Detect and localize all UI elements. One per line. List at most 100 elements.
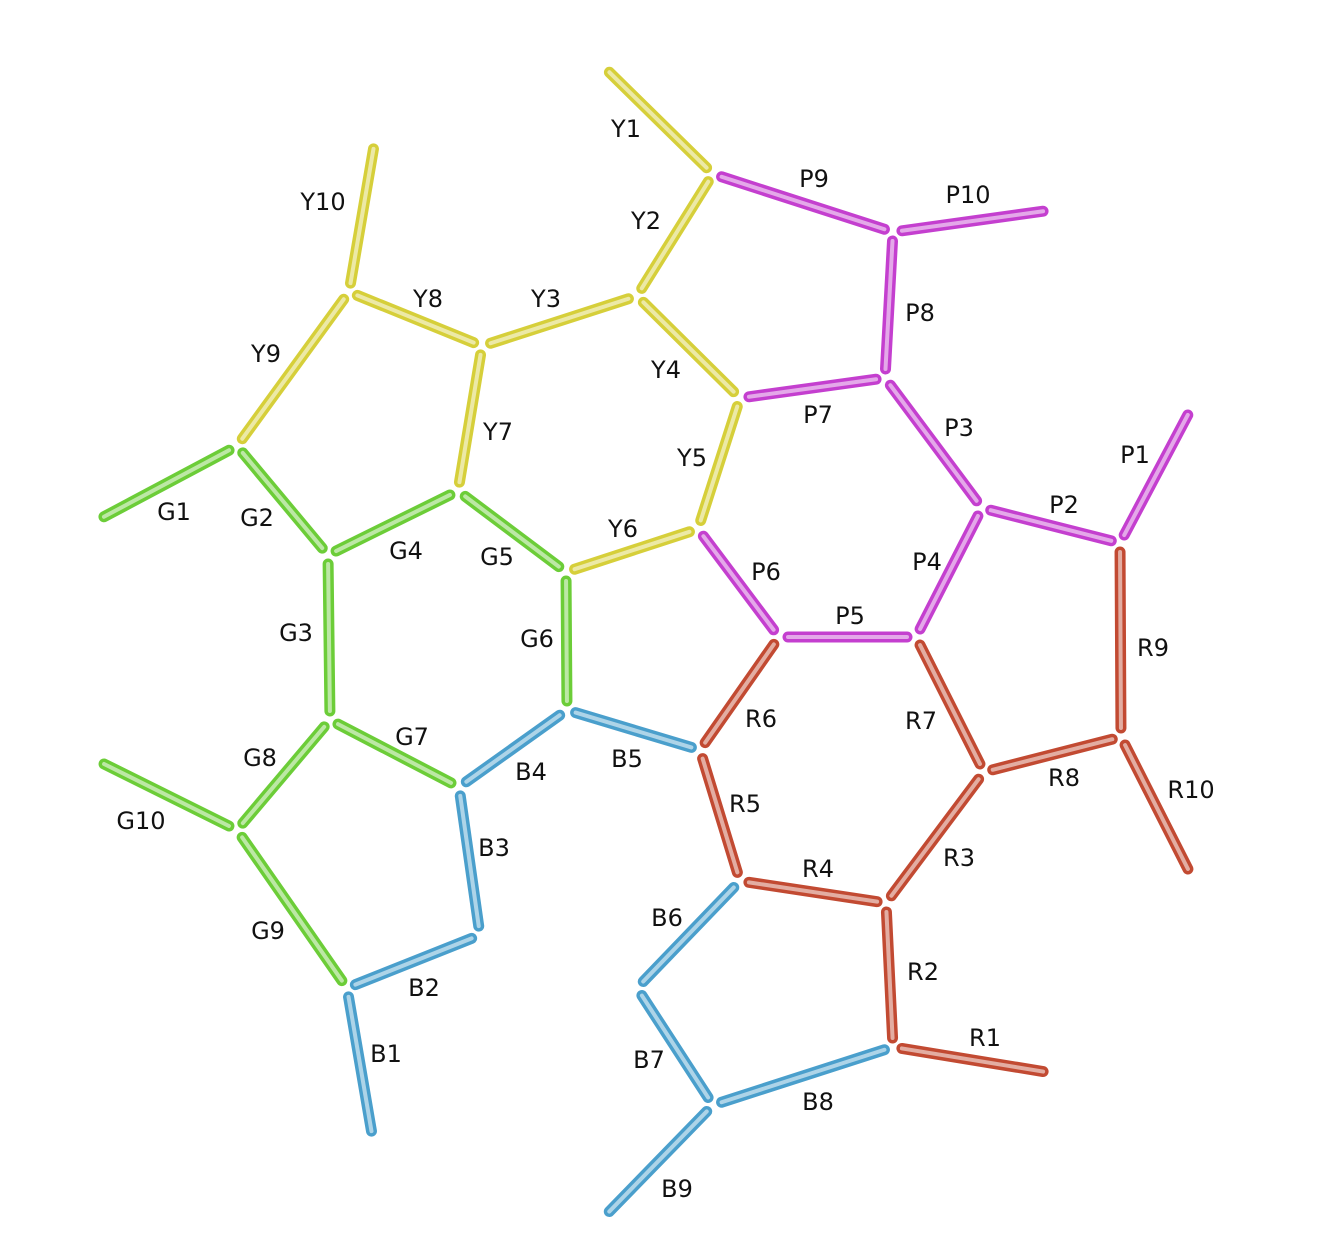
edge-label-y3: Y3 <box>530 285 561 313</box>
edge-label-y1: Y1 <box>610 115 641 143</box>
edge-label-r2: R2 <box>907 958 939 986</box>
edge-highlight-y2 <box>639 179 711 291</box>
edge-label-g2: G2 <box>240 504 274 532</box>
edge-highlight-b8 <box>719 1047 887 1105</box>
edge-label-p8: P8 <box>905 299 935 327</box>
edge-highlight-b9 <box>607 1109 709 1214</box>
edge-highlight-r9 <box>1118 549 1123 731</box>
edge-label-g1: G1 <box>157 498 191 526</box>
edge-highlight-g6 <box>564 578 569 704</box>
edge-label-r3: R3 <box>943 844 975 872</box>
edge-highlight-p1 <box>1122 412 1190 538</box>
edge-label-p2: P2 <box>1049 491 1079 519</box>
edge-label-p3: P3 <box>944 414 974 442</box>
edge-label-p5: P5 <box>835 602 865 630</box>
edge-label-b4: B4 <box>515 758 547 786</box>
edge-highlight-r5 <box>700 756 740 875</box>
edge-label-y8: Y8 <box>412 285 443 313</box>
edge-label-p1: P1 <box>1120 441 1150 469</box>
edge-highlight-b2 <box>353 936 474 987</box>
edge-label-b3: B3 <box>478 834 510 862</box>
edge-highlight-b3 <box>458 793 481 929</box>
edge-highlight-y10 <box>348 146 376 286</box>
edge-label-g10: G10 <box>116 807 165 835</box>
edge-highlight-p6 <box>701 534 776 632</box>
edge-highlight-b4 <box>464 713 562 784</box>
edge-label-p7: P7 <box>803 401 833 429</box>
edge-label-r8: R8 <box>1048 764 1080 792</box>
edge-label-b6: B6 <box>651 904 683 932</box>
edge-label-y5: Y5 <box>676 444 707 472</box>
edge-highlight-b7 <box>639 993 711 1100</box>
edge-highlight-y1 <box>607 70 709 170</box>
edge-highlight-r7 <box>918 643 982 766</box>
edge-label-g5: G5 <box>480 543 514 571</box>
edge-label-r7: R7 <box>905 707 937 735</box>
edge-highlight-g4 <box>334 492 452 554</box>
edge-label-y9: Y9 <box>250 340 281 368</box>
edge-label-b8: B8 <box>802 1088 834 1116</box>
edge-label-g4: G4 <box>389 537 423 565</box>
edge-label-g3: G3 <box>279 619 313 647</box>
edge-highlight-p10 <box>899 209 1046 233</box>
edge-highlight-y7 <box>457 352 483 485</box>
edge-label-y4: Y4 <box>650 356 681 384</box>
edge-highlight-g3 <box>326 561 332 714</box>
edge-label-g6: G6 <box>520 625 554 653</box>
edge-highlight-r6 <box>703 642 776 745</box>
edge-label-r9: R9 <box>1137 634 1169 662</box>
edge-highlight-y9 <box>240 297 346 441</box>
edge-highlight-p8 <box>883 238 895 372</box>
edge-label-r1: R1 <box>969 1024 1001 1052</box>
edge-label-y10: Y10 <box>299 188 345 216</box>
edge-label-g9: G9 <box>251 917 285 945</box>
edge-label-r6: R6 <box>745 705 777 733</box>
edge-label-p6: P6 <box>751 558 781 586</box>
edge-highlight-p7 <box>746 377 879 399</box>
edge-label-r10: R10 <box>1167 776 1214 804</box>
edge-highlight-p2 <box>988 508 1114 543</box>
edge-highlight-y4 <box>641 300 736 394</box>
edge-highlight-g7 <box>335 722 454 785</box>
edge-label-b9: B9 <box>661 1175 693 1203</box>
edge-highlight-b5 <box>573 710 694 750</box>
edge-highlight-y3 <box>488 296 631 346</box>
edge-highlight-g1 <box>101 448 232 519</box>
edge-label-b2: B2 <box>408 974 440 1002</box>
edge-highlight-g8 <box>240 724 327 826</box>
edge-label-r5: R5 <box>729 790 761 818</box>
edge-label-y2: Y2 <box>630 207 661 235</box>
edge-highlight-p9 <box>719 174 887 232</box>
edge-highlight-y8 <box>355 293 476 345</box>
edge-highlight-r1 <box>899 1046 1046 1074</box>
edge-label-p9: P9 <box>799 165 829 193</box>
edge-label-p10: P10 <box>945 181 990 209</box>
edge-label-b7: B7 <box>633 1046 665 1074</box>
edge-highlight-p4 <box>918 514 980 631</box>
edge-highlight-r3 <box>889 777 981 898</box>
edge-highlight-g10 <box>102 762 231 828</box>
edge-label-y7: Y7 <box>482 418 513 446</box>
edge-label-b1: B1 <box>370 1040 402 1068</box>
edge-highlight-g5 <box>463 494 561 569</box>
edge-highlight-r8 <box>990 737 1115 772</box>
edges-layer <box>98 66 1194 1218</box>
edge-label-b5: B5 <box>611 745 643 773</box>
edge-label-r4: R4 <box>802 855 834 883</box>
edge-highlight-b1 <box>346 994 374 1134</box>
edge-highlight-b6 <box>641 885 736 984</box>
edge-highlight-r2 <box>884 909 895 1041</box>
edge-highlight-g9 <box>240 835 344 983</box>
edge-highlight-r10 <box>1123 743 1190 871</box>
edge-label-p4: P4 <box>912 548 942 576</box>
edge-highlight-r4 <box>746 880 880 904</box>
edge-highlight-y6 <box>572 529 692 572</box>
edge-highlight-g2 <box>240 450 325 551</box>
edge-label-y6: Y6 <box>607 515 638 543</box>
edge-label-g7: G7 <box>395 723 429 751</box>
edge-highlight-p3 <box>888 383 979 503</box>
edge-label-g8: G8 <box>243 744 277 772</box>
edge-highlight-y5 <box>698 404 740 523</box>
